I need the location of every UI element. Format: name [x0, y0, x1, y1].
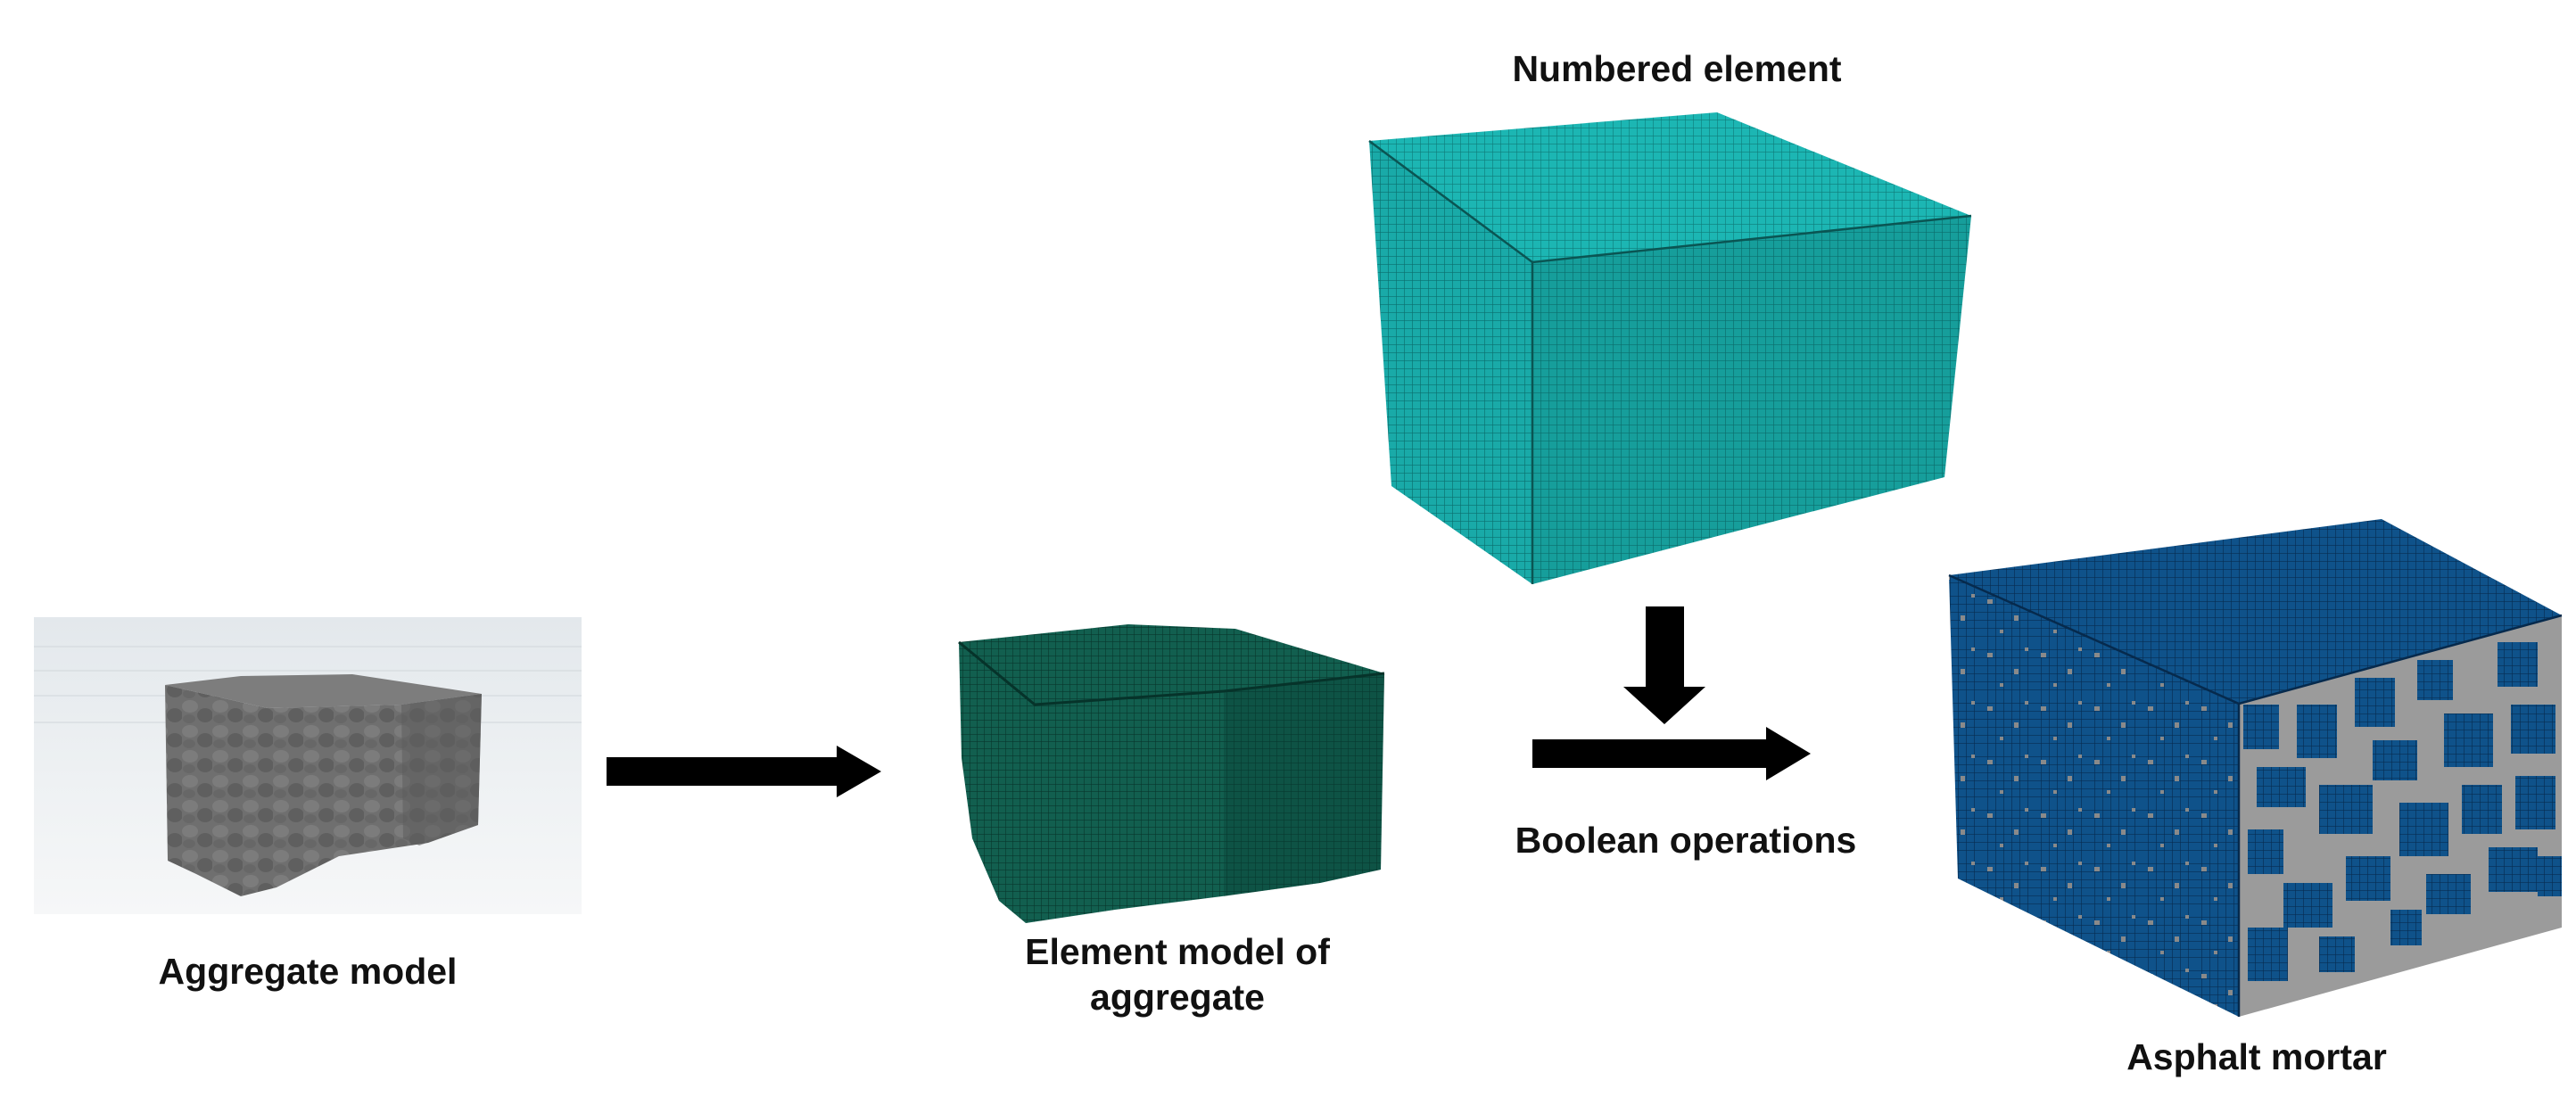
boolean-operations-label-text: Boolean operations: [1515, 820, 1857, 861]
element-model-figure: [958, 624, 1385, 923]
aggregate-model-label: Aggregate model: [85, 949, 531, 994]
element-model-label-line2: aggregate: [1090, 977, 1265, 1019]
numbered-element-right-face: [1532, 216, 1971, 584]
asphalt-mortar-top-face: [1949, 519, 2562, 704]
asphalt-mortar-left-face: [1949, 575, 2239, 1017]
asphalt-mortar-figure: [1948, 519, 2563, 1017]
numbered-element-label: Numbered element: [1427, 46, 1927, 92]
arrow-right-1: [607, 746, 881, 797]
arrow-down: [1623, 606, 1705, 724]
numbered-element-label-text: Numbered element: [1512, 48, 1842, 89]
element-model-front-face: [959, 642, 1384, 923]
asphalt-mortar-label: Asphalt mortar: [2025, 1035, 2489, 1080]
asphalt-mortar-label-text: Asphalt mortar: [2126, 1036, 2387, 1077]
numbered-element-left-face: [1369, 141, 1532, 584]
numbered-element-figure: [1368, 112, 1972, 584]
element-model-label: Element model of aggregate: [945, 929, 1409, 1021]
numbered-element-top-face: [1369, 112, 1971, 262]
boolean-operations-label: Boolean operations: [1445, 818, 1927, 863]
aggregate-model-label-text: Aggregate model: [158, 951, 458, 992]
aggregate-model-figure: [34, 617, 582, 914]
aggregate-top-face: [165, 674, 482, 708]
arrow-right-2: [1532, 727, 1811, 780]
element-model-label-line1: Element model of: [1025, 931, 1330, 972]
